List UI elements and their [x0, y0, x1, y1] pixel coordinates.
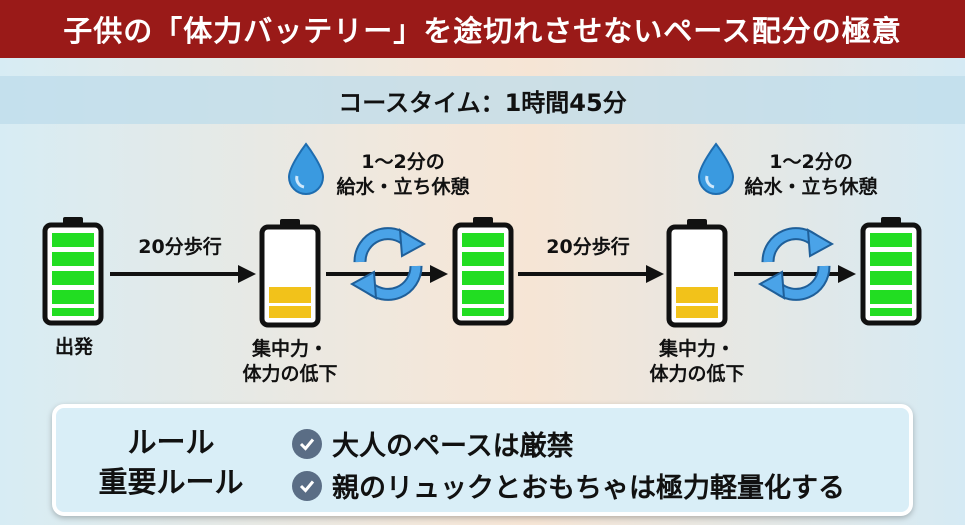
- rule-text-2: 親のリュックとおもちゃは極力軽量化する: [332, 473, 845, 504]
- battery-recovered-2: [860, 217, 922, 326]
- walk-label-2: 20分歩行: [546, 236, 630, 258]
- rules-title-line1: ルール: [127, 425, 215, 459]
- water-drop-icon: [697, 142, 735, 195]
- rule-text-1: 大人のペースは厳禁: [332, 431, 574, 462]
- rest-label-1-line2: 給水・立ち休憩: [336, 176, 470, 198]
- rules-title: ルール 重要ルール: [96, 422, 246, 502]
- rule-item: 親のリュックとおもちゃは極力軽量化する: [292, 466, 845, 505]
- tired-label-1-line1: 集中力・: [251, 338, 328, 360]
- battery-recovered-1: [452, 217, 514, 326]
- start-label: 出発: [54, 336, 93, 358]
- tired-label-2-line1: 集中力・: [658, 338, 735, 360]
- arrow-walk-1: [110, 265, 256, 283]
- tired-label-2-line2: 体力の低下: [649, 363, 745, 385]
- rule-item: 大人のペースは厳禁: [292, 424, 574, 463]
- rest-label-1: 1〜2分の 給水・立ち休憩: [318, 150, 488, 200]
- battery-tired-1: [259, 219, 321, 328]
- rest-label-2-line2: 給水・立ち休憩: [744, 176, 878, 198]
- check-circle-icon: [292, 428, 322, 459]
- rules-panel: ルール 重要ルール 大人のペースは厳禁 親のリュックとおもちゃは極力軽量化する: [52, 404, 913, 516]
- battery-tired-2: [666, 219, 728, 328]
- rest-label-2: 1〜2分の 給水・立ち休憩: [726, 150, 896, 200]
- course-time: コースタイム：1時間45分: [0, 76, 965, 124]
- tired-label-1: 集中力・ 体力の低下: [225, 337, 355, 387]
- tired-label-1-line2: 体力の低下: [242, 363, 338, 385]
- tired-label-2: 集中力・ 体力の低下: [632, 337, 762, 387]
- walk-label-1: 20分歩行: [138, 236, 222, 258]
- arrow-walk-2: [518, 265, 664, 283]
- check-circle-icon: [292, 470, 322, 501]
- page-title: 子供の「体力バッテリー」を途切れさせないペース配分の極意: [0, 0, 965, 58]
- rules-title-line2: 重要ルール: [98, 465, 244, 499]
- rest-label-2-line1: 1〜2分の: [769, 151, 853, 173]
- rest-label-1-line1: 1〜2分の: [361, 151, 445, 173]
- refresh-cycle-icon: [349, 227, 427, 301]
- water-drop-icon: [287, 142, 325, 195]
- battery-start: [42, 217, 104, 326]
- refresh-cycle-icon: [757, 227, 835, 301]
